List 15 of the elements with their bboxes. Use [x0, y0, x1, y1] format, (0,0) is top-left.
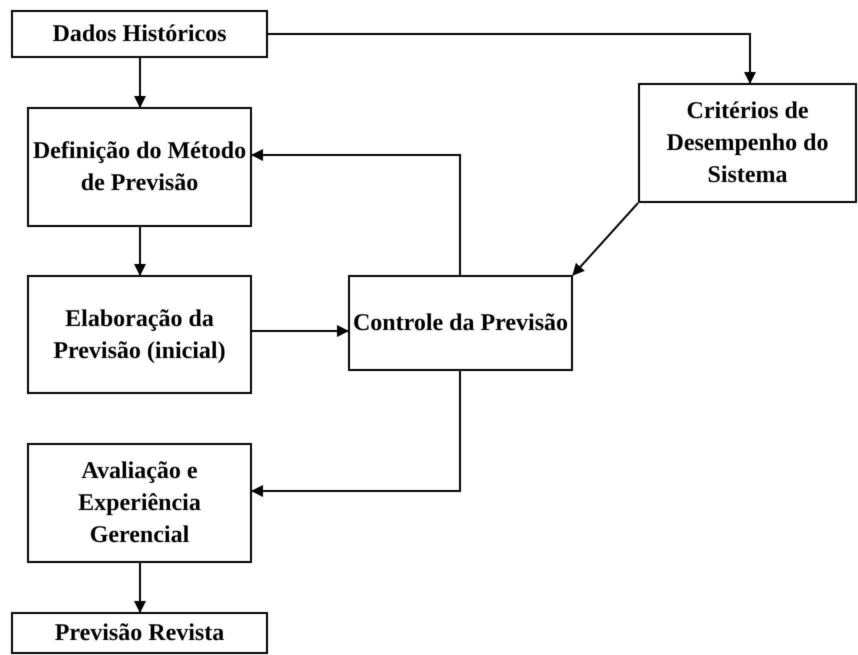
- process-box: Definição do Método de Previsão: [27, 107, 252, 227]
- arrow: [251, 371, 461, 497]
- arrow: [134, 58, 146, 108]
- process-box: Avaliação e Experiência Gerencial: [27, 443, 252, 563]
- arrow: [268, 33, 756, 84]
- arrow: [134, 227, 146, 276]
- process-box: Critérios de Desempenho do Sistema: [638, 83, 857, 203]
- arrow: [252, 325, 349, 337]
- process-box: Elaboração da Previsão (inicial): [27, 275, 252, 394]
- arrow: [572, 202, 639, 276]
- arrow: [134, 563, 146, 613]
- arrow: [251, 149, 461, 275]
- process-box: Controle da Previsão: [348, 275, 573, 371]
- process-box: Previsão Revista: [11, 612, 268, 654]
- process-box: Dados Históricos: [11, 10, 268, 58]
